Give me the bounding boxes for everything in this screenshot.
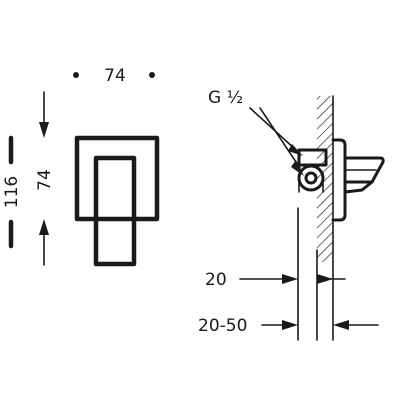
depth-dimension	[239, 274, 346, 284]
escutcheon-plate	[74, 135, 160, 222]
wall-hatching	[317, 96, 333, 262]
mixer-cover-plate	[331, 138, 347, 222]
range-label: 20-50	[198, 316, 247, 336]
inlet-ring-inner	[304, 171, 318, 185]
inner-height-label: 74	[35, 169, 55, 191]
total-height-label: 116	[2, 176, 22, 208]
handle-lever	[93, 155, 137, 267]
thread-leader-1	[249, 107, 297, 151]
dimension-dot-left	[73, 72, 79, 78]
width-dimension-label: 74	[104, 66, 126, 86]
lever-tip	[343, 180, 374, 194]
range-dimension	[261, 320, 379, 330]
connection-fitting	[297, 148, 328, 167]
front-view: 74 74 116	[2, 66, 160, 267]
inner-height-dimension	[39, 91, 49, 266]
lever-profile	[343, 156, 385, 184]
thread-leader-2	[259, 107, 301, 169]
thread-label: G ½	[208, 88, 243, 108]
side-view: G ½ 20 20-50	[198, 88, 385, 341]
depth-label: 20	[205, 270, 227, 290]
dimension-dot-right	[149, 72, 155, 78]
